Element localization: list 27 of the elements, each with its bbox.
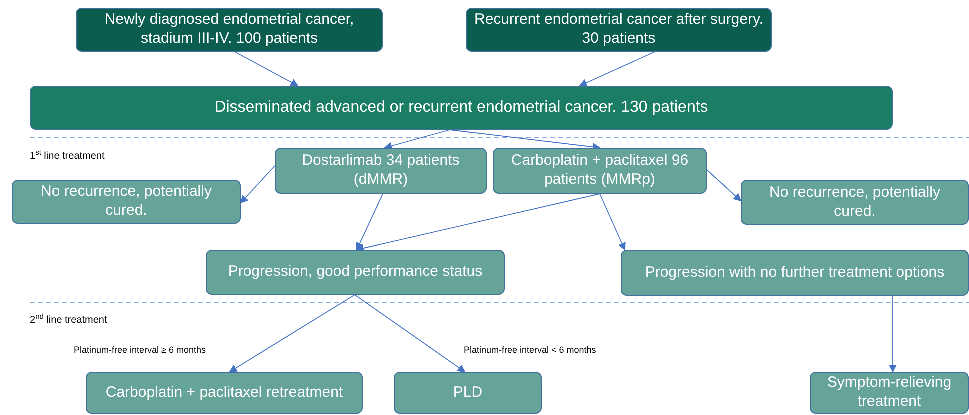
edge-label: Platinum-free interval < 6 months: [464, 346, 596, 355]
process-box: Carboplatin + paclitaxel retreatment: [86, 372, 363, 414]
arrow: [356, 194, 600, 252]
process-box: Progression with no further treatment options: [621, 250, 969, 296]
arrow: [579, 52, 656, 87]
process-box: Symptom-relieving treatment: [810, 372, 969, 414]
section-label: 1$^{st}$ line treatment: [30, 149, 105, 164]
arrow: [229, 294, 356, 373]
process-box: No recurrence, potentially cured.: [12, 180, 241, 224]
process-box: PLD: [394, 372, 542, 414]
edge-label: Platinum-free interval ≥ 6 months: [74, 346, 206, 355]
arrow: [240, 166, 276, 204]
process-box: No recurrence, potentially cured.: [741, 180, 969, 225]
arrow: [600, 194, 626, 251]
process-box: Carboplatin + paclitaxel 96 patients (MMRp): [493, 148, 707, 194]
arrow: [889, 296, 897, 373]
process-box: Disseminated advanced or recurrent endometrial cancer. 130 patients: [30, 86, 893, 130]
arrow: [356, 194, 384, 251]
section-label: 2$^{nd}$ line treatment: [30, 313, 108, 328]
arrow: [706, 170, 742, 202]
arrow: [354, 294, 466, 373]
process-box: Dostarlimab 34 patients (dMMR): [275, 148, 487, 194]
arrow: [234, 52, 299, 86]
process-box: Newly diagnosed endometrial cancer, stadium III-IV. 100 patients: [76, 8, 383, 52]
process-box: Progression, good performance status: [206, 250, 505, 295]
arrow: [384, 130, 450, 150]
process-box: Recurrent endometrial cancer after surgery. 30 patients: [466, 8, 772, 52]
